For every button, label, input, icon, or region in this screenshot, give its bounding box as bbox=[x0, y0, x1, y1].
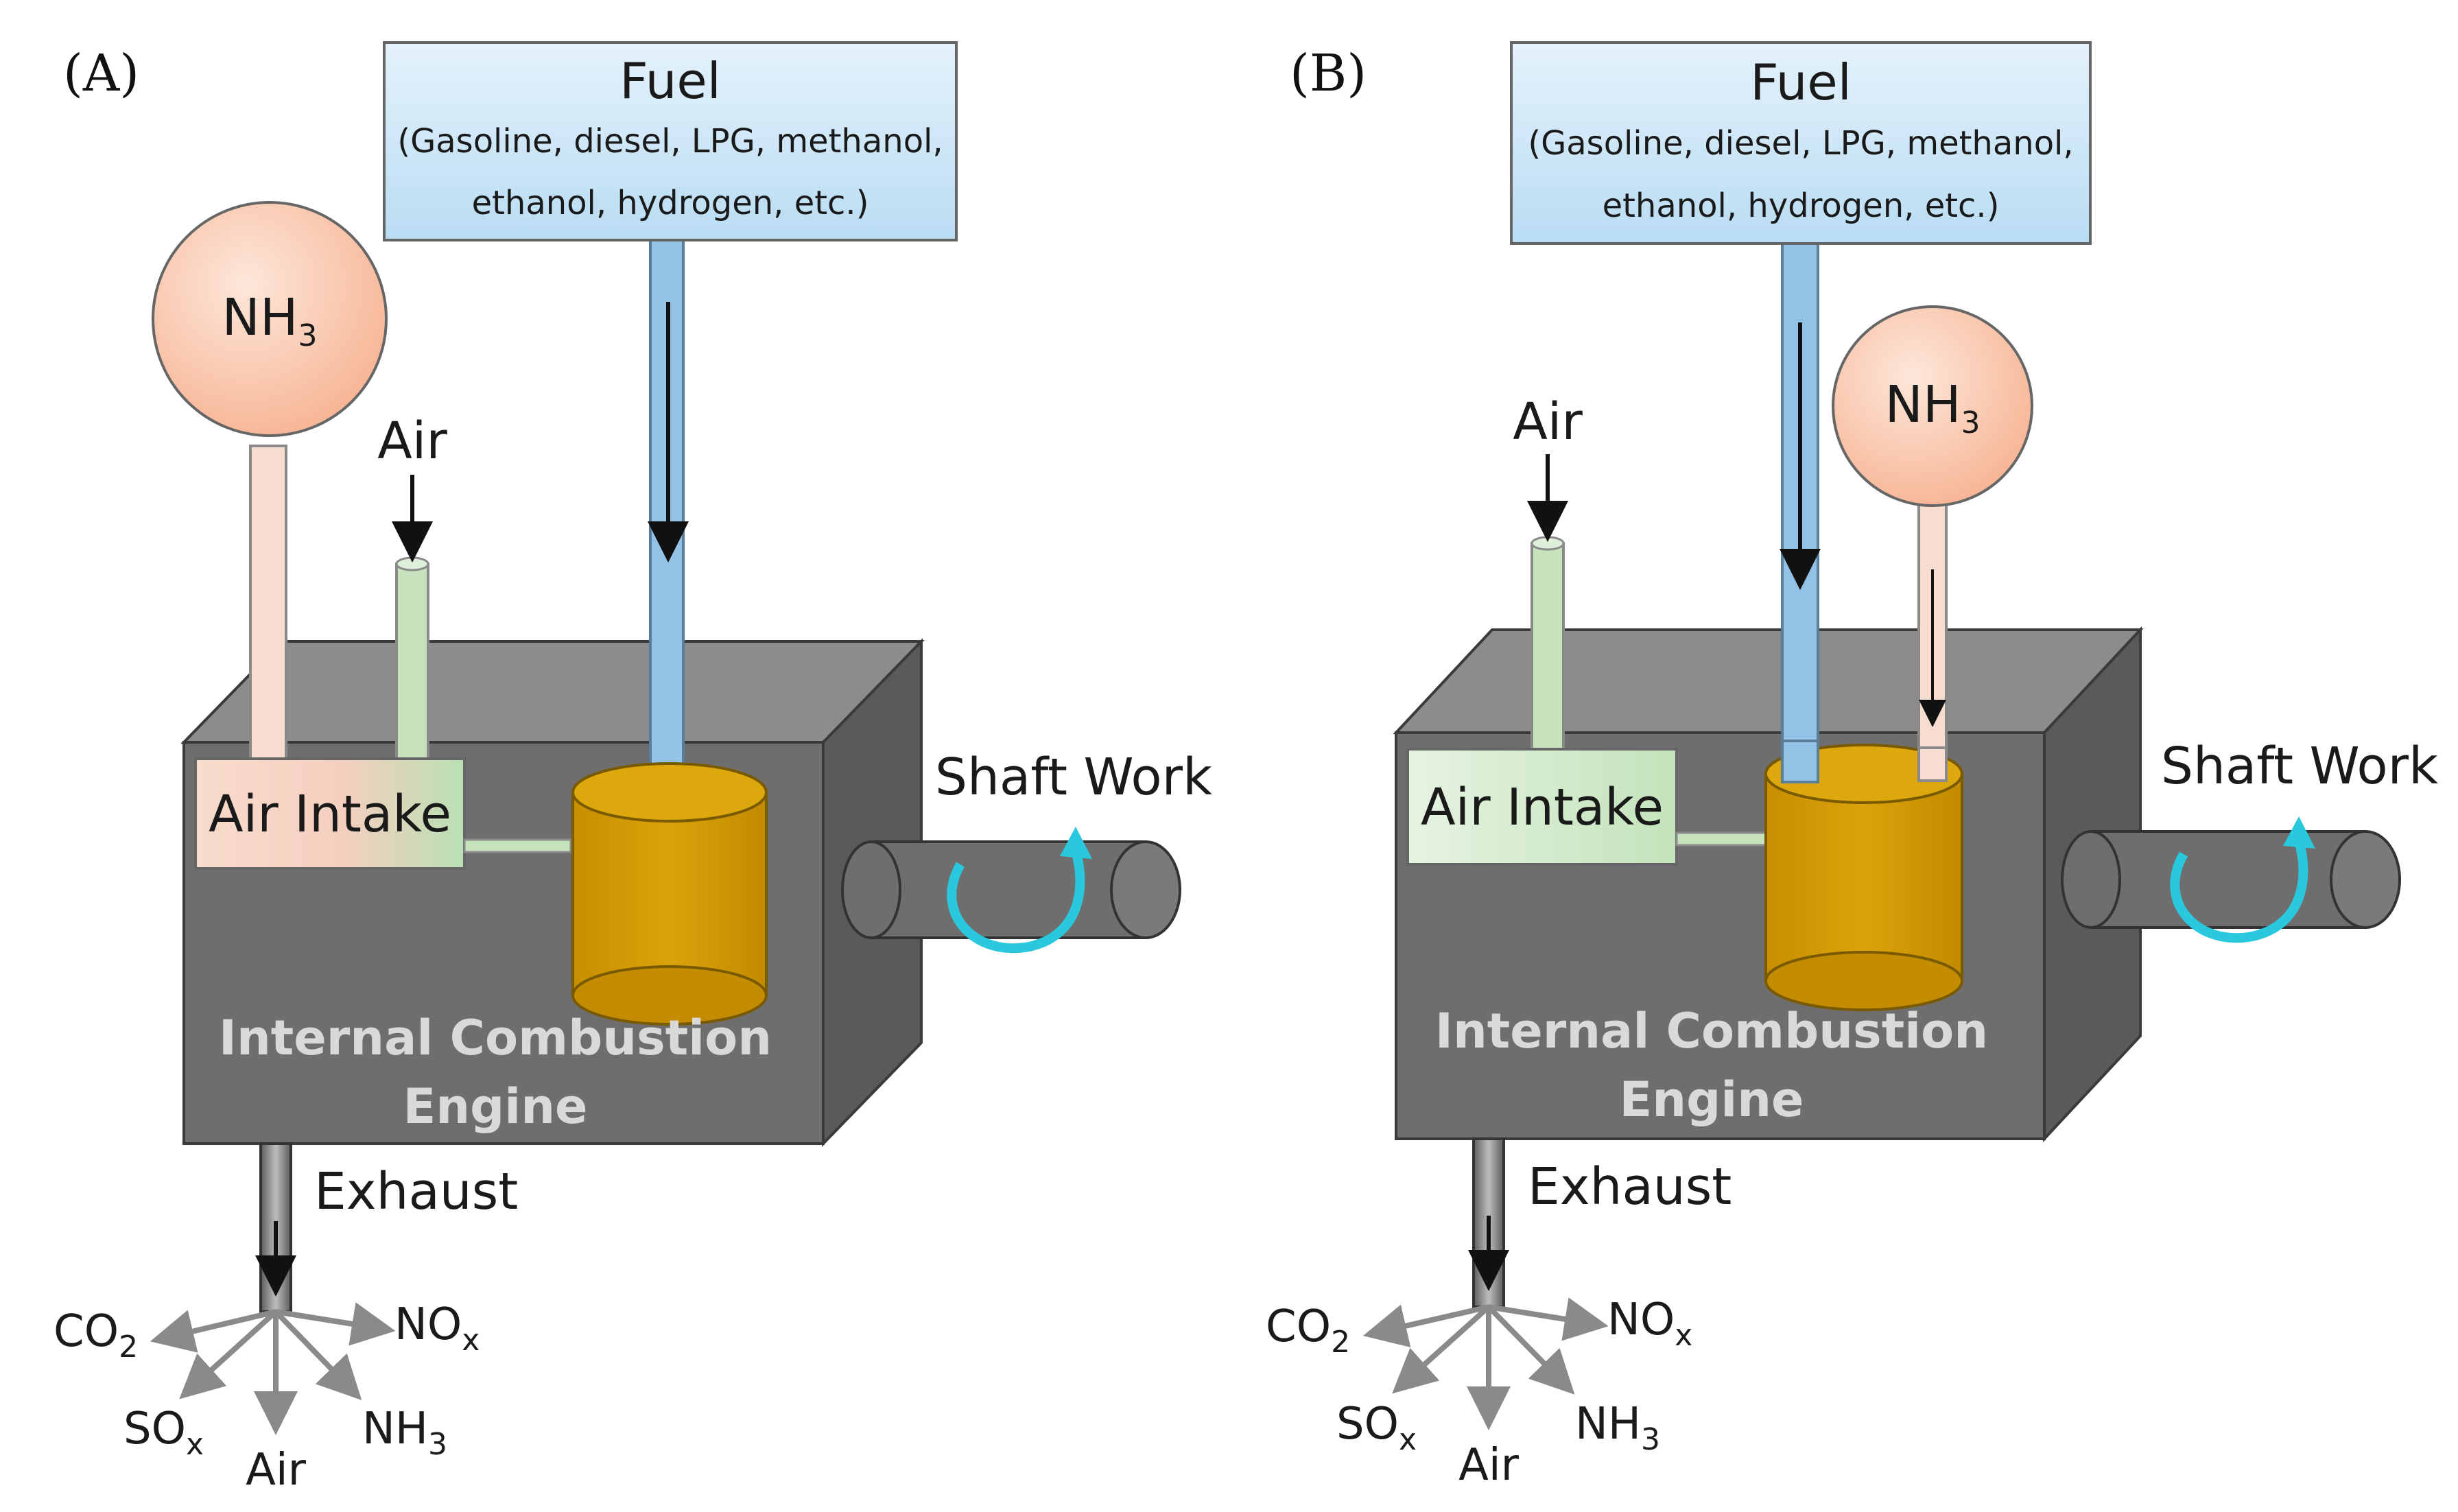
emission-air: Air bbox=[246, 1445, 307, 1496]
air-pipe bbox=[1531, 542, 1565, 751]
nh3-tank-label: NH3 bbox=[1885, 375, 1981, 440]
fuel-description-line1: (Gasoline, diesel, LPG, methanol, bbox=[397, 122, 943, 161]
rotation-arrowhead bbox=[2283, 816, 2315, 849]
panel-label-a: (A) bbox=[63, 44, 139, 103]
engine-block bbox=[180, 638, 925, 1147]
engine-label-line1: Internal Combustion bbox=[219, 1010, 772, 1066]
air-intake-box bbox=[194, 757, 466, 870]
nh3-tank bbox=[152, 201, 388, 437]
air-label: Air bbox=[1513, 392, 1583, 451]
nh3-tank-label: NH3 bbox=[222, 288, 318, 353]
air-pipe bbox=[395, 563, 429, 763]
engine-label-line2: Engine bbox=[403, 1078, 587, 1135]
emission-sox: SOx bbox=[123, 1404, 204, 1462]
intake-connector bbox=[1675, 831, 1769, 847]
fuel-box bbox=[1510, 41, 2092, 245]
emission-arrows bbox=[150, 1302, 396, 1435]
rotation-arrow bbox=[947, 849, 1085, 954]
emission-nox: NOx bbox=[394, 1299, 480, 1358]
air-intake-box bbox=[1406, 748, 1678, 866]
exhaust-label: Exhaust bbox=[314, 1162, 518, 1221]
emission-arrows bbox=[1362, 1297, 1609, 1430]
emission-nh3: NH3 bbox=[1575, 1399, 1660, 1457]
shaft-work-label: Shaft Work bbox=[2161, 737, 2438, 796]
output-shaft bbox=[2061, 830, 2401, 929]
fuel-description-line1: (Gasoline, diesel, LPG, methanol, bbox=[1528, 124, 2073, 163]
nh3-pipe bbox=[249, 445, 287, 760]
panel-label-b: (B) bbox=[1290, 44, 1367, 103]
shaft-work-label: Shaft Work bbox=[935, 748, 1212, 807]
air-intake-label: Air Intake bbox=[209, 785, 451, 844]
fuel-title: Fuel bbox=[619, 52, 720, 110]
emission-nh3: NH3 bbox=[362, 1404, 447, 1462]
fuel-box bbox=[383, 41, 958, 241]
panel-b: (B) Air Air Intake NH3 Fuel (Gasoline, d… bbox=[1266, 41, 2438, 1491]
air-label: Air bbox=[377, 412, 447, 471]
combustion-cylinder bbox=[571, 762, 768, 1026]
fuel-title: Fuel bbox=[1750, 54, 1851, 111]
fuel-description-line2: ethanol, hydrogen, etc.) bbox=[472, 184, 869, 222]
panel-a: (A) NH3 Air Air Intake Fuel (Gasoline, d… bbox=[54, 41, 1212, 1496]
emission-sox: SOx bbox=[1336, 1399, 1417, 1457]
engine-label-line1: Internal Combustion bbox=[1435, 1003, 1988, 1059]
rotation-arrow bbox=[2170, 839, 2308, 943]
engine-label-line2: Engine bbox=[1619, 1072, 1804, 1128]
combustion-cylinder bbox=[1764, 744, 1963, 1011]
output-shaft bbox=[841, 840, 1181, 939]
exhaust-label: Exhaust bbox=[1528, 1157, 1732, 1216]
intake-connector bbox=[463, 838, 572, 853]
nh3-tank bbox=[1832, 305, 2033, 507]
air-intake-label: Air Intake bbox=[1421, 778, 1664, 837]
rotation-arrowhead bbox=[1060, 827, 1092, 859]
emission-air: Air bbox=[1458, 1440, 1520, 1491]
fuel-description-line2: ethanol, hydrogen, etc.) bbox=[1603, 187, 2000, 225]
emission-co2: CO2 bbox=[1266, 1301, 1350, 1360]
emission-co2: CO2 bbox=[54, 1306, 138, 1365]
emission-nox: NOx bbox=[1607, 1295, 1692, 1353]
